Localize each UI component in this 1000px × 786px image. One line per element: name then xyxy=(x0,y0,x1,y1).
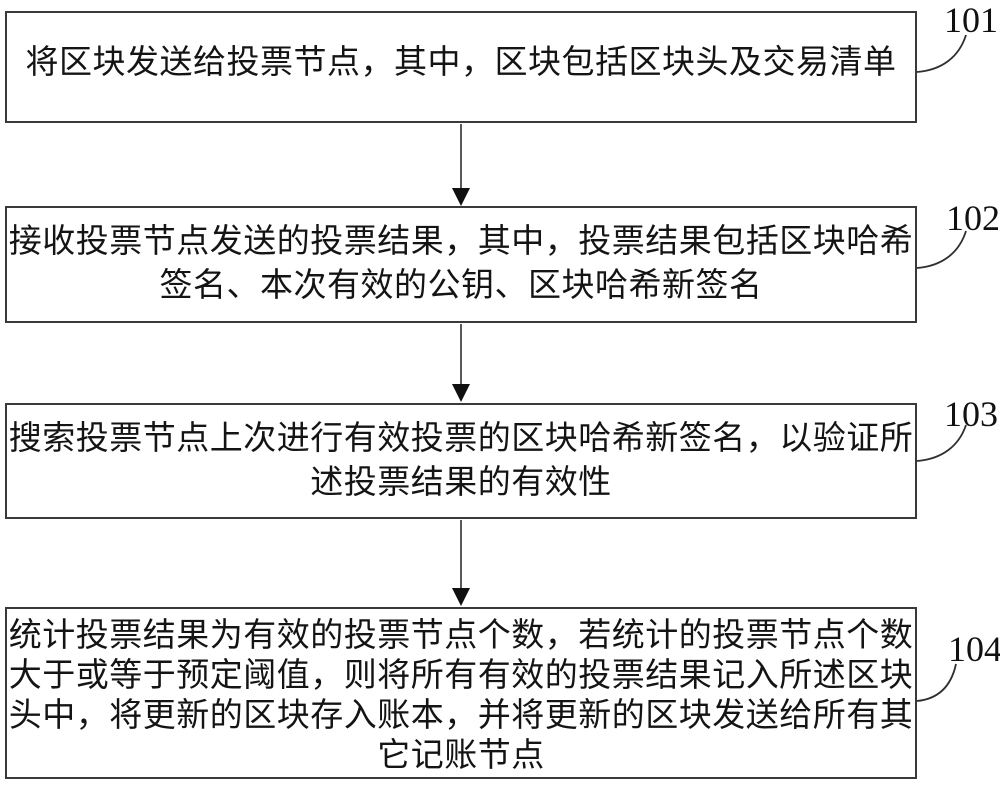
step-box-104: 统计投票结果为有效的投票节点个数，若统计的投票节点个数 大于或等于预定阈值，则将… xyxy=(5,607,917,779)
step-text-line: 搜索投票节点上次进行有效投票的区块哈希新签名，以验证所 xyxy=(8,421,914,457)
step-ref-label-104: 104 xyxy=(948,629,1000,669)
step-text-line: 大于或等于预定阈值，则将所有有效的投票结果记入所述区块 xyxy=(8,658,914,694)
step-ref-label-101: 101 xyxy=(944,0,998,40)
flow-arrow-1 xyxy=(452,124,470,206)
step-text-line: 头中，将更新的区块存入账本，并将更新的区块发送给所有其 xyxy=(8,698,914,734)
arrowhead-icon xyxy=(452,188,470,206)
step-box-102: 接收投票节点发送的投票结果，其中，投票结果包括区块哈希 签名、本次有效的公钥、区… xyxy=(5,206,917,323)
leader-line-104 xyxy=(916,663,957,702)
step-text-line: 将区块发送给投票节点，其中，区块包括区块头及交易清单 xyxy=(25,45,897,81)
step-text-line: 接收投票节点发送的投票结果，其中，投票结果包括区块哈希 xyxy=(8,224,914,260)
step-text-line: 统计投票结果为有效的投票节点个数，若统计的投票节点个数 xyxy=(8,618,914,654)
step-text-line: 它记账节点 xyxy=(377,738,545,774)
arrowhead-icon xyxy=(452,384,470,402)
flow-arrow-3 xyxy=(452,520,470,606)
step-box-101: 将区块发送给投票节点，其中，区块包括区块头及交易清单 xyxy=(5,11,917,123)
step-ref-label-102: 102 xyxy=(946,198,1000,238)
arrowhead-icon xyxy=(452,588,470,606)
step-box-103: 搜索投票节点上次进行有效投票的区块哈希新签名，以验证所 述投票结果的有效性 xyxy=(5,403,917,519)
flow-arrow-2 xyxy=(452,324,470,402)
step-text-line: 述投票结果的有效性 xyxy=(310,465,612,501)
step-ref-label-103: 103 xyxy=(944,394,998,434)
leader-line-101 xyxy=(916,34,967,73)
step-text-line: 签名、本次有效的公钥、区块哈希新签名 xyxy=(159,268,763,304)
